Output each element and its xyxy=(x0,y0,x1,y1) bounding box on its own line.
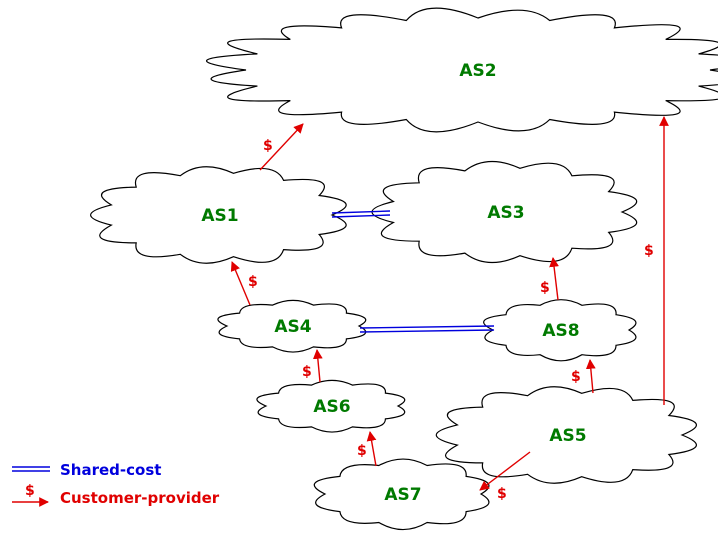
node-label-as5: AS5 xyxy=(549,426,586,446)
transit-dollar-as6-as4: $ xyxy=(302,364,312,380)
transit-arrow-as5-as7 xyxy=(479,451,531,491)
transit-dollar-as4-as1: $ xyxy=(248,274,258,290)
transit-arrow-as4-as1 xyxy=(230,261,251,306)
peering-line-as1-as3-1 xyxy=(331,214,391,218)
legend-customer-provider-label: Customer-provider xyxy=(60,489,220,507)
transit-dollar-as5-as8: $ xyxy=(571,369,581,385)
cloud-as4 xyxy=(217,299,367,353)
transit-arrow-as7-as6 xyxy=(366,431,377,467)
cloud-as6 xyxy=(256,379,406,433)
node-label-as8: AS8 xyxy=(542,321,579,341)
cloud-as2 xyxy=(206,7,718,133)
cloud-as1 xyxy=(90,166,347,264)
node-label-as1: AS1 xyxy=(201,206,238,226)
node-label-as2: AS2 xyxy=(459,61,496,81)
cloud-as7 xyxy=(313,458,490,531)
transit-dollar-as8-as3: $ xyxy=(540,280,550,296)
legend-dollar-symbol: $ xyxy=(25,483,35,499)
node-label-as7: AS7 xyxy=(384,485,421,505)
peering-line-as4-as8-1 xyxy=(359,329,495,333)
legend-shared-cost-label: Shared-cost xyxy=(60,461,161,479)
transit-dollar-as1-as2: $ xyxy=(263,138,273,154)
transit-arrow-as6-as4 xyxy=(312,349,323,383)
transit-dollar-as7-as6: $ xyxy=(357,443,367,459)
clouds-layer xyxy=(90,7,718,531)
node-label-as6: AS6 xyxy=(313,397,350,417)
cloud-as5 xyxy=(435,386,697,484)
node-label-as3: AS3 xyxy=(487,203,524,223)
transit-arrow-as5-as8 xyxy=(585,359,596,394)
node-label-as4: AS4 xyxy=(274,317,311,337)
edges-layer xyxy=(230,116,669,491)
peering-line-as4-as8-0 xyxy=(359,325,495,329)
transit-dollar-as5-as2: $ xyxy=(644,243,654,259)
transit-arrow-as8-as3 xyxy=(549,257,559,301)
legend: Shared-cost $ Customer-provider xyxy=(12,461,220,507)
transit-arrow-as1-as2 xyxy=(259,123,304,171)
peering-line-as1-as3-0 xyxy=(331,210,391,214)
transit-dollar-as5-as7: $ xyxy=(497,486,507,502)
